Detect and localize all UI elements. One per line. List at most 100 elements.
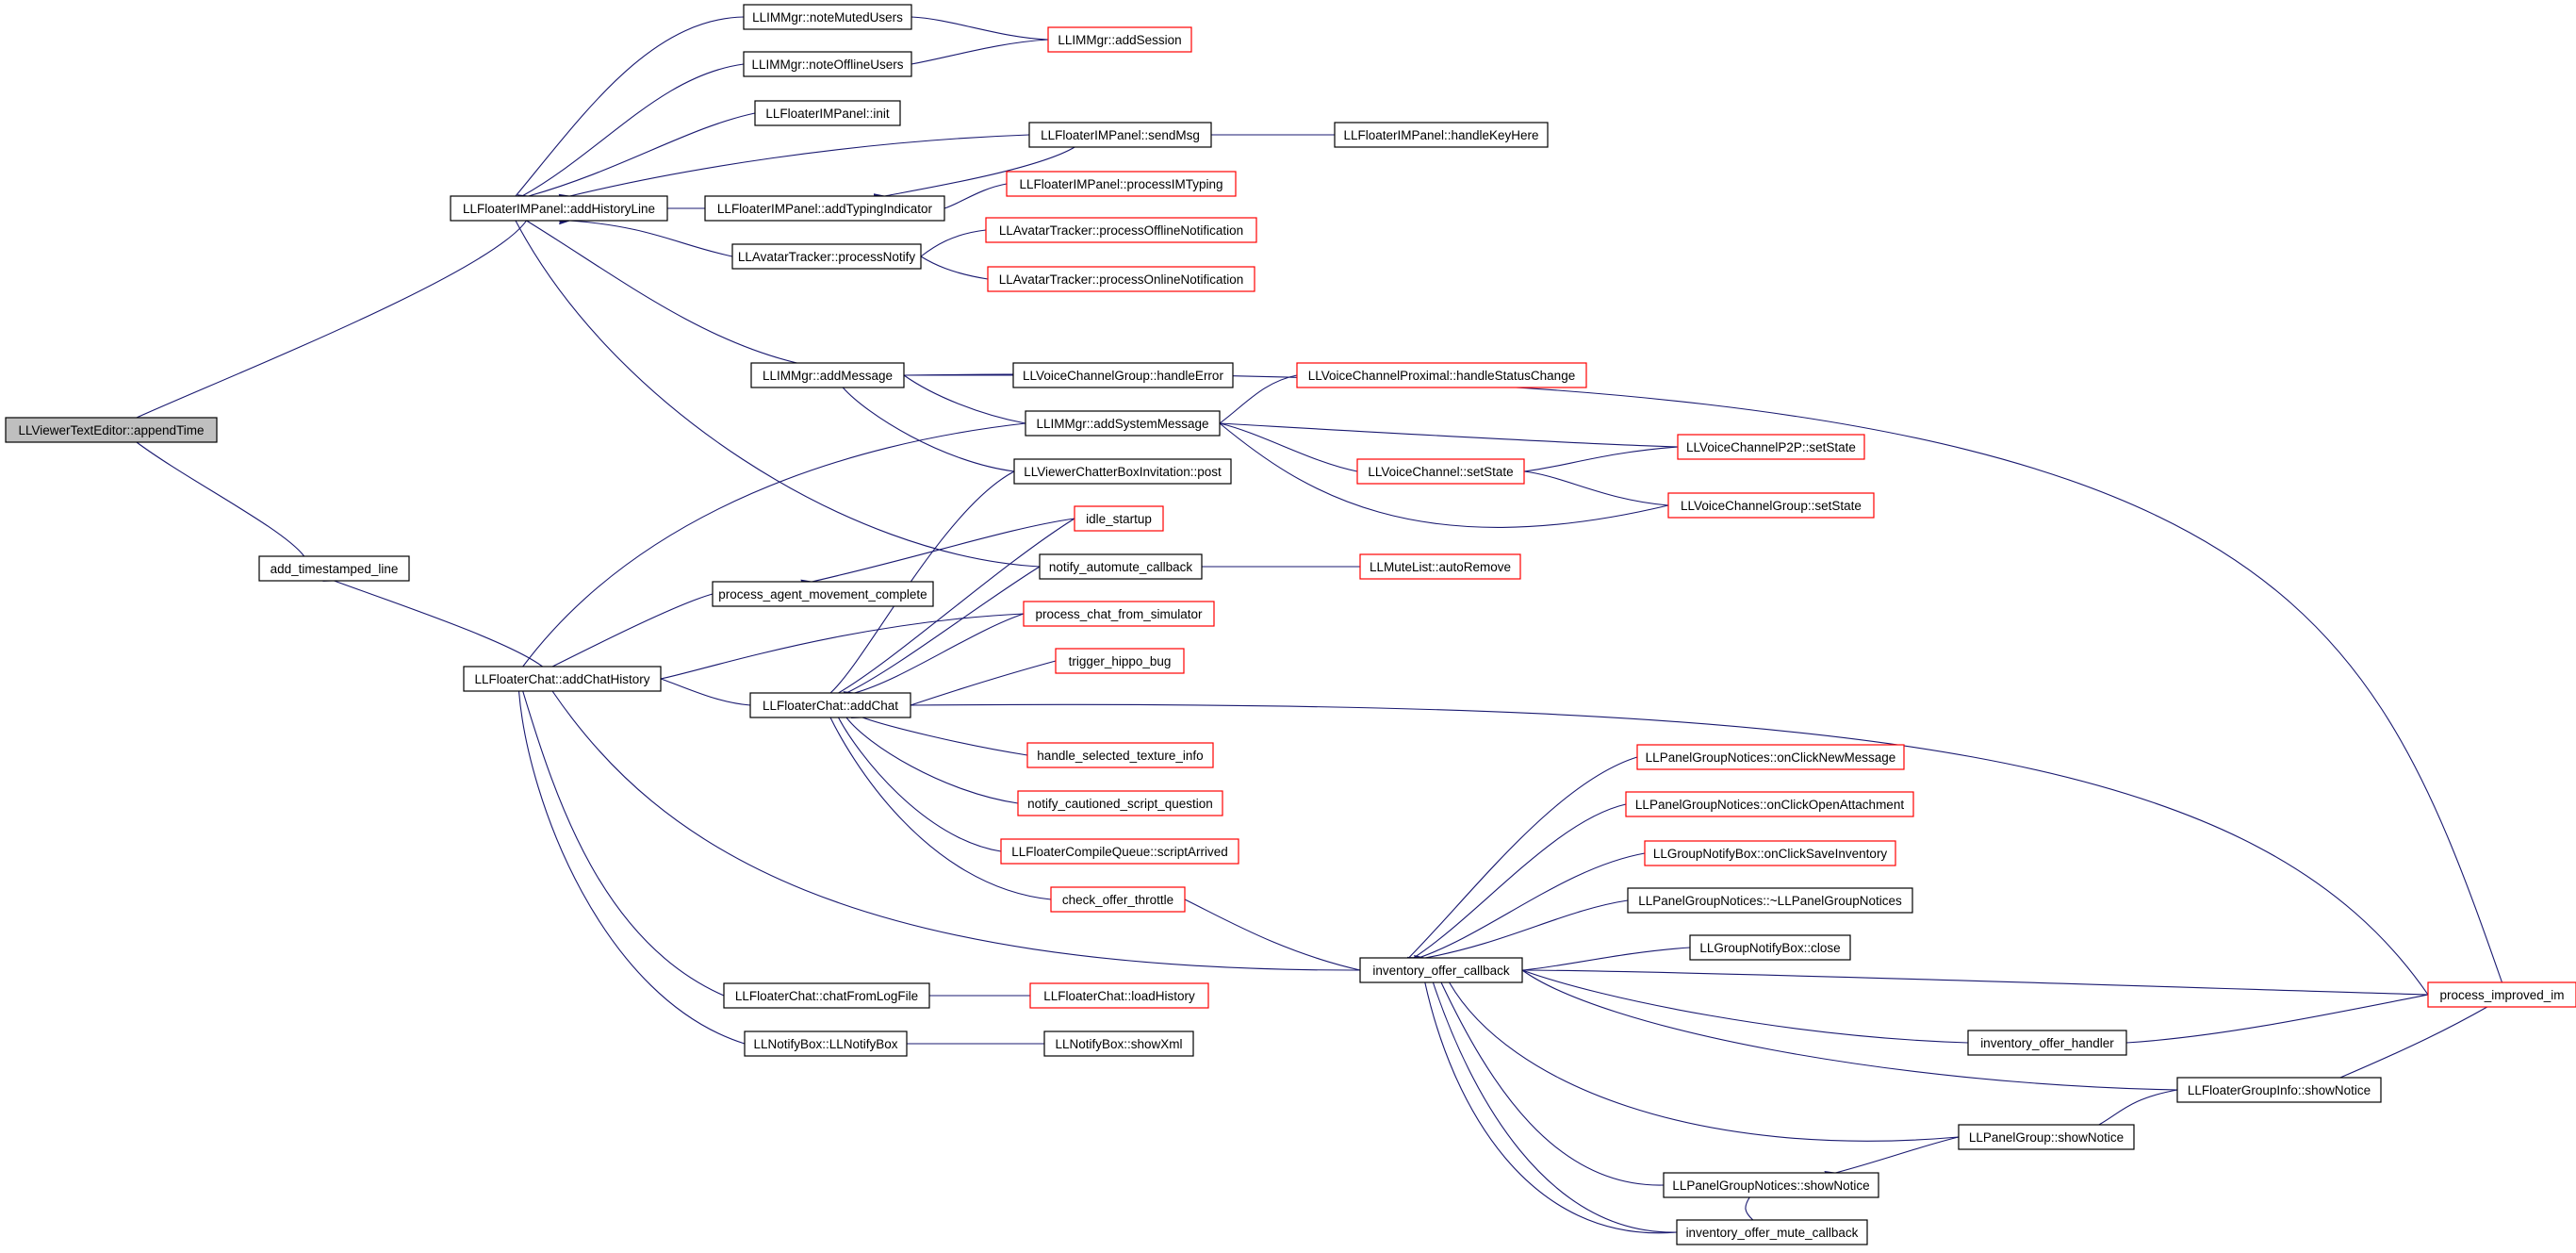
node-noteOfflineUsers[interactable]: LLIMMgr::noteOfflineUsers bbox=[743, 51, 912, 77]
node-vcgSetState[interactable]: LLVoiceChannelGroup::setState bbox=[1667, 492, 1875, 519]
node-label: LLVoiceChannel::setState bbox=[1368, 465, 1513, 479]
node-box bbox=[1359, 553, 1521, 580]
node-box bbox=[1677, 434, 1865, 460]
node-processImprovedIm[interactable]: process_improved_im bbox=[2427, 981, 2576, 1008]
node-groupNotifyClose[interactable]: LLGroupNotifyBox::close bbox=[1689, 934, 1851, 961]
node-addSystemMessage[interactable]: LLIMMgr::addSystemMessage bbox=[1025, 410, 1221, 437]
edge-panelGroupNoticesShowNotice-to-inventoryOfferMuteCallback bbox=[1745, 1196, 1764, 1231]
node-triggerHippoBug[interactable]: trigger_hippo_bug bbox=[1055, 648, 1185, 674]
node-label: inventory_offer_callback bbox=[1372, 964, 1510, 978]
edge-processNotify-to-addHistoryLine bbox=[559, 215, 733, 257]
node-box bbox=[1050, 886, 1186, 913]
node-box bbox=[1667, 492, 1875, 519]
node-p2pSetState[interactable]: LLVoiceChannelP2P::setState bbox=[1677, 434, 1865, 460]
node-addHistoryLine[interactable]: LLFloaterIMPanel::addHistoryLine bbox=[450, 195, 668, 222]
node-box bbox=[743, 4, 912, 30]
node-addSession[interactable]: LLIMMgr::addSession bbox=[1047, 26, 1192, 53]
node-inventoryOfferHandler[interactable]: inventory_offer_handler bbox=[1967, 1030, 2127, 1056]
node-groupInfoShowNotice[interactable]: LLFloaterGroupInfo::showNotice bbox=[2176, 1077, 2382, 1103]
node-appendTime[interactable]: LLViewerTextEditor::appendTime bbox=[5, 417, 218, 443]
node-label: LLFloaterIMPanel::addTypingIndicator bbox=[717, 202, 933, 216]
node-label: LLVoiceChannelP2P::setState bbox=[1686, 440, 1856, 454]
node-label: LLFloaterChat::addChatHistory bbox=[474, 672, 649, 686]
node-notifyCautioned[interactable]: notify_cautioned_script_question bbox=[1017, 790, 1223, 816]
edge-chatterPost-to-addMessage bbox=[832, 376, 1015, 472]
node-chatFromLogFile[interactable]: LLFloaterChat::chatFromLogFile bbox=[723, 982, 930, 1009]
node-onClickOpenAttachment[interactable]: LLPanelGroupNotices::onClickOpenAttachme… bbox=[1625, 791, 1914, 817]
edge-processImprovedIm-to-addChat bbox=[899, 701, 2429, 996]
edge-processImprovedIm-to-inventoryOfferHandler bbox=[2115, 994, 2429, 1048]
node-box bbox=[1644, 840, 1896, 866]
node-addChat[interactable]: LLFloaterChat::addChat bbox=[749, 692, 911, 718]
node-inventoryOfferCallback[interactable]: inventory_offer_callback bbox=[1359, 957, 1523, 983]
node-label: LLIMMgr::addSession bbox=[1058, 33, 1181, 47]
node-sendMsg[interactable]: LLFloaterIMPanel::sendMsg bbox=[1028, 122, 1212, 148]
edge-onClickNewMessage-to-inventoryOfferCallback bbox=[1398, 756, 1638, 969]
node-notifyAutomute[interactable]: notify_automute_callback bbox=[1039, 553, 1203, 580]
node-label: LLFloaterIMPanel::init bbox=[765, 107, 890, 121]
node-addTypingIndicator[interactable]: LLFloaterIMPanel::addTypingIndicator bbox=[704, 195, 945, 222]
node-handleStatusChange[interactable]: LLVoiceChannelProximal::handleStatusChan… bbox=[1296, 362, 1587, 388]
node-addMessage[interactable]: LLIMMgr::addMessage bbox=[750, 362, 905, 388]
node-box bbox=[1296, 362, 1587, 388]
edge-notifyCautioned-to-addChat bbox=[836, 706, 1019, 804]
edge-addSystemMessage-to-addMessage bbox=[893, 365, 1026, 424]
node-imInit[interactable]: LLFloaterIMPanel::init bbox=[754, 100, 901, 126]
node-processAgentMovement[interactable]: process_agent_movement_complete bbox=[712, 581, 934, 607]
node-processChatFromSim[interactable]: process_chat_from_simulator bbox=[1023, 601, 1215, 627]
node-chatterPost[interactable]: LLViewerChatterBoxInvitation::post bbox=[1013, 458, 1232, 485]
node-processOfflineNotification[interactable]: LLAvatarTracker::processOfflineNotificat… bbox=[985, 217, 1257, 243]
node-box bbox=[1023, 601, 1215, 627]
edge-processImprovedIm-to-inventoryOfferCallback bbox=[1511, 964, 2429, 996]
node-box bbox=[2176, 1077, 2382, 1103]
node-dtorGroupNotices[interactable]: LLPanelGroupNotices::~LLPanelGroupNotice… bbox=[1627, 887, 1913, 914]
node-notifyBoxCtor[interactable]: LLNotifyBox::LLNotifyBox bbox=[744, 1030, 908, 1057]
node-box bbox=[1029, 982, 1209, 1009]
node-handleError[interactable]: LLVoiceChannelGroup::handleError bbox=[1012, 362, 1234, 388]
node-box bbox=[731, 243, 922, 270]
node-checkOfferThrottle[interactable]: check_offer_throttle bbox=[1050, 886, 1186, 913]
node-panelGroupShowNotice[interactable]: LLPanelGroup::showNotice bbox=[1958, 1124, 2135, 1150]
edge-add_timestamped_line-to-appendTime bbox=[125, 432, 305, 557]
node-vcSetState[interactable]: LLVoiceChannel::setState bbox=[1356, 458, 1525, 485]
node-box bbox=[1359, 957, 1523, 983]
edge-notifyBoxCtor-to-addChatHistory bbox=[513, 680, 746, 1045]
node-add_timestamped_line[interactable]: add_timestamped_line bbox=[258, 555, 410, 582]
node-box bbox=[723, 982, 930, 1009]
node-box bbox=[450, 195, 668, 222]
node-showXml[interactable]: LLNotifyBox::showXml bbox=[1043, 1030, 1194, 1057]
edge-addSession-to-noteMutedUsers bbox=[900, 11, 1049, 41]
edge-panelGroupNoticesShowNotice-to-inventoryOfferCallback bbox=[1432, 970, 1665, 1186]
node-label: handle_selected_texture_info bbox=[1037, 749, 1203, 763]
node-processIMTyping[interactable]: LLFloaterIMPanel::processIMTyping bbox=[1006, 171, 1237, 197]
node-scriptArrived[interactable]: LLFloaterCompileQueue::scriptArrived bbox=[1000, 838, 1239, 865]
edge-imInit-to-addHistoryLine bbox=[517, 112, 756, 204]
node-inventoryOfferMuteCallback[interactable]: inventory_offer_mute_callback bbox=[1676, 1219, 1868, 1245]
edge-vcSetState-to-addSystemMessage bbox=[1208, 416, 1358, 472]
edge-processOnlineNotification-to-processNotify bbox=[910, 246, 989, 280]
node-label: notify_automute_callback bbox=[1049, 560, 1193, 574]
edge-chatFromLogFile-to-addChatHistory bbox=[515, 680, 725, 997]
node-box bbox=[1006, 171, 1237, 197]
node-handleKeyHere[interactable]: LLFloaterIMPanel::handleKeyHere bbox=[1334, 122, 1549, 148]
node-label: LLVoiceChannelProximal::handleStatusChan… bbox=[1308, 369, 1575, 383]
node-panelGroupNoticesShowNotice[interactable]: LLPanelGroupNotices::showNotice bbox=[1663, 1172, 1879, 1198]
node-label: LLIMMgr::addMessage bbox=[763, 369, 893, 383]
node-label: LLFloaterIMPanel::processIMTyping bbox=[1019, 177, 1222, 191]
node-idleStartup[interactable]: idle_startup bbox=[1074, 505, 1164, 532]
node-processOnlineNotification[interactable]: LLAvatarTracker::processOnlineNotificati… bbox=[987, 266, 1255, 292]
node-onClickSaveInventory[interactable]: LLGroupNotifyBox::onClickSaveInventory bbox=[1644, 840, 1896, 866]
edge-notifyAutomute-to-addChat bbox=[834, 566, 1041, 702]
node-processNotify[interactable]: LLAvatarTracker::processNotify bbox=[731, 243, 922, 270]
node-label: check_offer_throttle bbox=[1062, 893, 1173, 907]
node-addChatHistory[interactable]: LLFloaterChat::addChatHistory bbox=[463, 666, 662, 692]
node-label: LLFloaterIMPanel::sendMsg bbox=[1041, 128, 1200, 142]
edge-panelGroupShowNotice-to-inventoryOfferCallback bbox=[1439, 970, 1960, 1142]
node-label: process_improved_im bbox=[2439, 988, 2564, 1002]
node-loadHistory[interactable]: LLFloaterChat::loadHistory bbox=[1029, 982, 1209, 1009]
node-autoRemove[interactable]: LLMuteList::autoRemove bbox=[1359, 553, 1521, 580]
node-box bbox=[5, 417, 218, 443]
node-onClickNewMessage[interactable]: LLPanelGroupNotices::onClickNewMessage bbox=[1636, 744, 1905, 770]
node-noteMutedUsers[interactable]: LLIMMgr::noteMutedUsers bbox=[743, 4, 912, 30]
node-handleSelectedTexture[interactable]: handle_selected_texture_info bbox=[1026, 742, 1214, 768]
